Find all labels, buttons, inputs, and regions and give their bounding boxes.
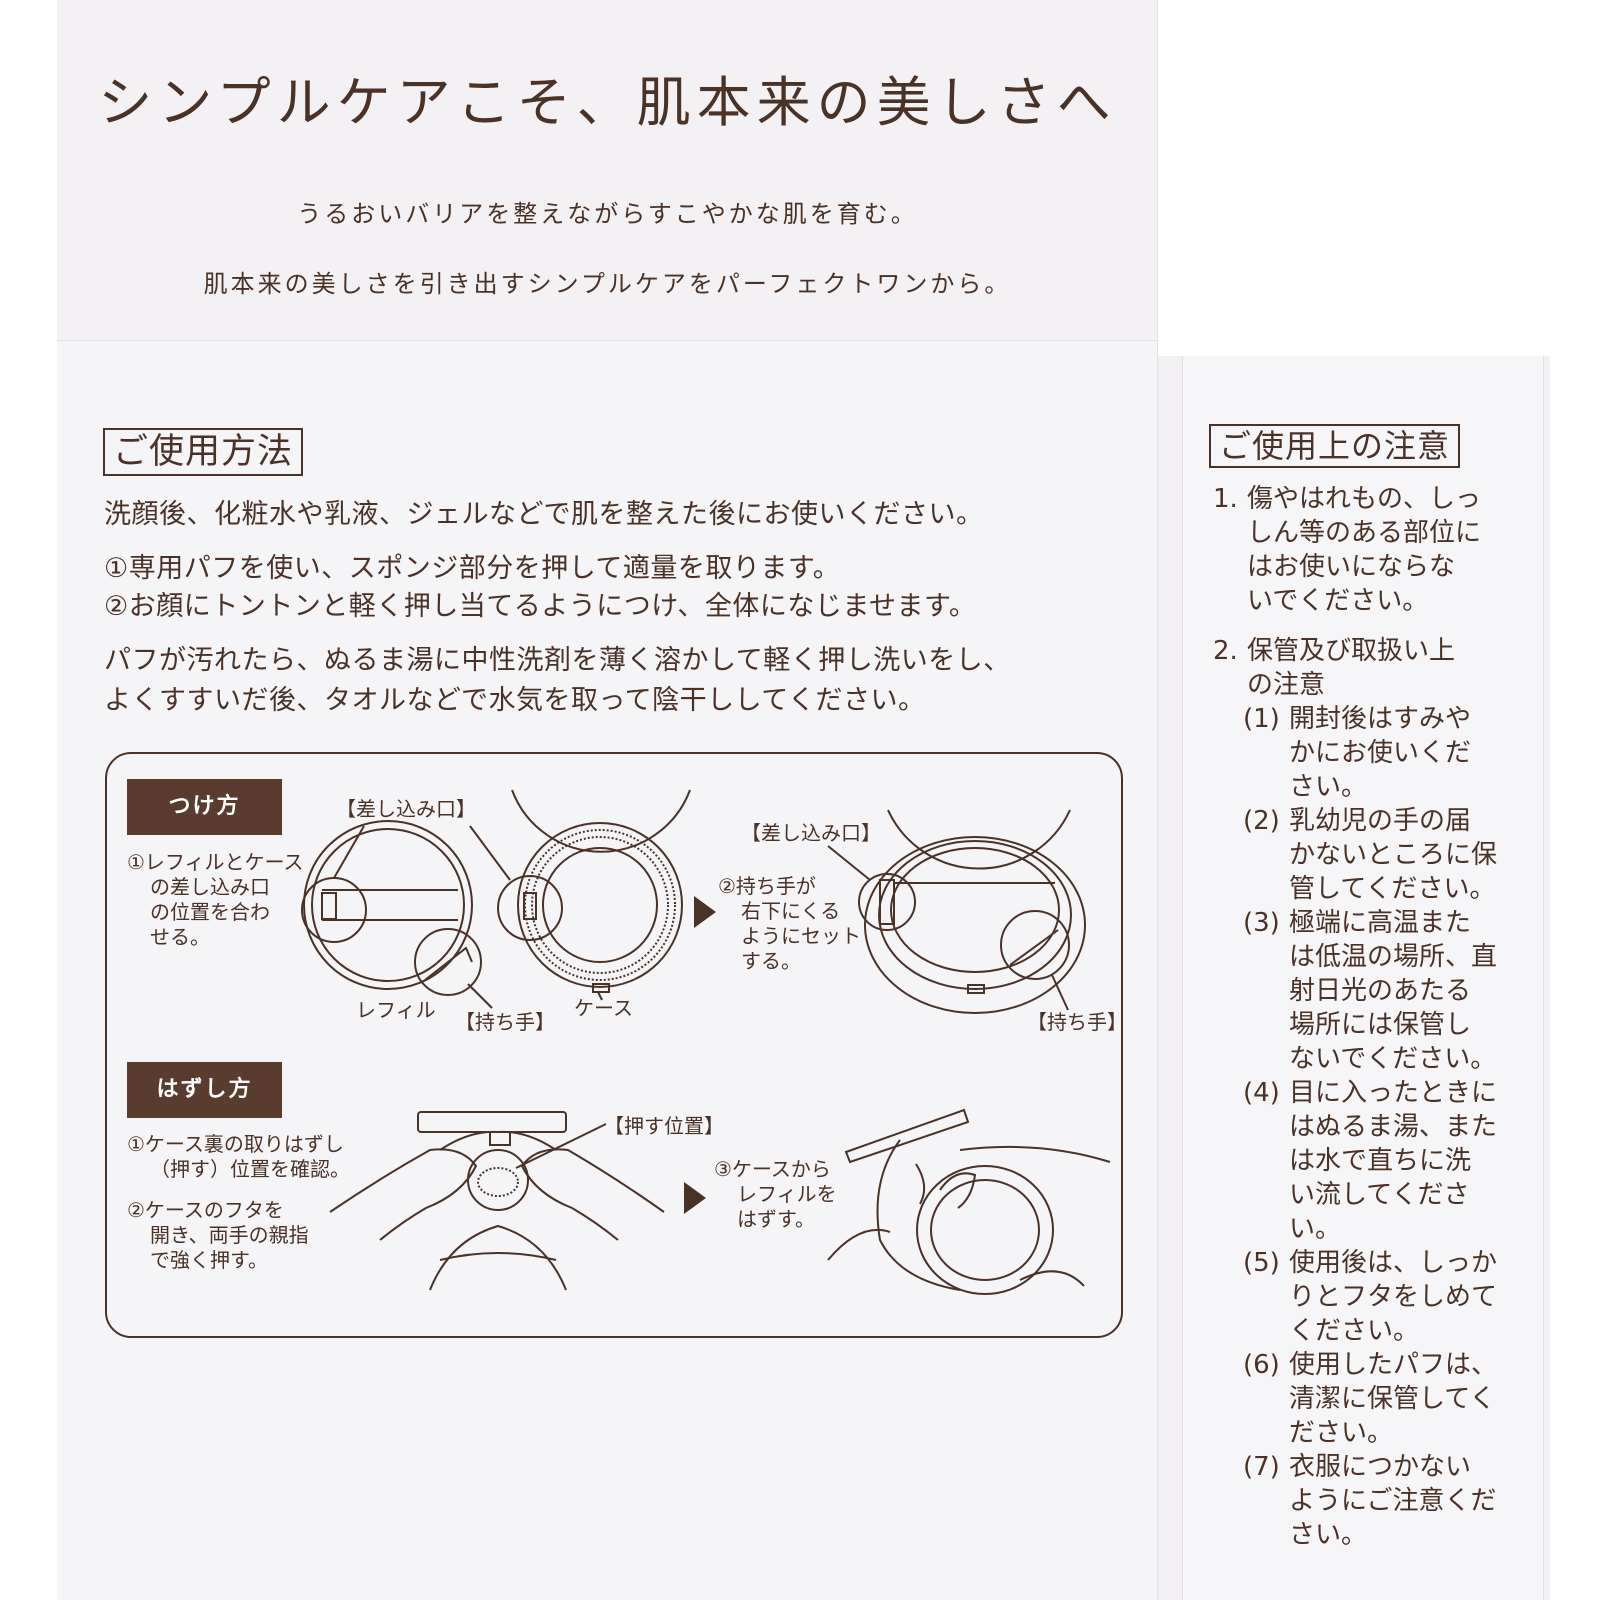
attach-step-1-line-3: の位置を合わ — [150, 900, 270, 924]
remove-step-1-line-1: ①ケース裏の取りはずし — [127, 1132, 344, 1156]
usage-care-line-2: よくすすいだ後、タオルなどで水気を取って陰干ししてください。 — [104, 685, 926, 716]
attach-step-1-line-1: ①レフィルとケース — [127, 850, 304, 874]
usage-care-line-1: パフが汚れたら、ぬるま湯に中性洗剤を薄く溶かして軽く押し洗いをし、 — [104, 645, 1011, 676]
caution-sub-line: 目に入ったときに — [1289, 1078, 1498, 1108]
arrow-right-icon — [684, 1182, 706, 1214]
top-panel — [57, 0, 1158, 340]
caution-sub-line: ください。 — [1289, 1316, 1420, 1346]
caution-item-2-line: の注意 — [1247, 670, 1326, 700]
attach-step-2-line-2: 右下にくる — [741, 899, 841, 923]
caution-sub-line: は低温の場所、直 — [1289, 942, 1498, 972]
caution-sub-line: かないところに保 — [1289, 840, 1498, 870]
caution-sub-7: (7) 衣服につかない ようにご注意くだ さい。 — [1213, 1450, 1513, 1552]
caution-sub-number: (7) — [1243, 1452, 1280, 1482]
caution-item-1-line: 傷やはれもの、しっ — [1247, 484, 1482, 514]
caution-sub-line: い流してください。 — [1289, 1180, 1470, 1244]
attach-step-2-line-1: ②持ち手が — [718, 874, 816, 898]
caution-sub-number: (3) — [1243, 908, 1280, 938]
diagram-box — [105, 752, 1123, 1338]
caution-sub-1: (1) 開封後はすみや かにお使いくだ さい。 — [1213, 702, 1513, 804]
tagline-2: 肌本来の美しさを引き出すシンプルケアをパーフェクトワンから。 — [203, 270, 1012, 298]
attach-label: つけ方 — [127, 779, 282, 835]
caution-sub-4: (4) 目に入ったときに はぬるま湯、また は水で直ちに洗 い流してください。 — [1213, 1076, 1513, 1246]
arrow-right-icon — [694, 896, 716, 928]
remove-step-2-line-2: 開き、両手の親指 — [150, 1223, 309, 1247]
caution-sub-line: 衣服につかない — [1289, 1452, 1472, 1482]
label-handle-b: 【持ち手】 — [1027, 1010, 1127, 1034]
remove-step-1-line-2: （押す）位置を確認。 — [150, 1157, 350, 1181]
remove-step-3-line-2: レフィルを — [737, 1182, 837, 1206]
remove-refill-illustration — [827, 1108, 1111, 1295]
caution-sub-line: 乳幼児の手の届 — [1289, 806, 1472, 836]
fold-strip-right — [1544, 356, 1550, 1600]
caution-sub-line: かにお使いくだ — [1289, 738, 1472, 768]
caution-sub-line: ださい。 — [1289, 1418, 1394, 1448]
remove-label: はずし方 — [127, 1062, 282, 1118]
remove-step-3-line-3: はずす。 — [737, 1207, 815, 1231]
usage-heading: ご使用方法 — [103, 428, 304, 476]
caution-sub-line: 射日光のあたる — [1289, 976, 1472, 1006]
attach-step-2-line-4: する。 — [741, 949, 801, 973]
caution-item-1-line: いでください。 — [1247, 586, 1429, 616]
caution-sub-line: 使用後は、しっか — [1289, 1248, 1498, 1278]
usage-step-1: ①専用パフを使い、スポンジ部分を押して適量を取ります。 — [104, 553, 841, 584]
assembled-illustration — [827, 809, 1086, 1014]
caution-sub-line: はぬるま湯、また — [1289, 1112, 1498, 1142]
caution-sub-line: さい。 — [1289, 772, 1368, 802]
caution-sub-3: (3) 極端に高温また は低温の場所、直 射日光のあたる 場所には保管し ないで… — [1213, 906, 1513, 1076]
caution-sub-line: 使用したパフは、 — [1289, 1350, 1498, 1380]
side-panel — [1182, 356, 1544, 1600]
remove-hands-illustration — [329, 1111, 665, 1291]
attach-step-1-line-4: せる。 — [150, 925, 210, 949]
tagline-1: うるおいバリアを整えながらすこやかな肌を育む。 — [297, 200, 918, 228]
caution-sub-line: 場所には保管し — [1289, 1010, 1472, 1040]
caution-sub-line: りとフタをしめて — [1289, 1282, 1498, 1312]
label-refill: レフィル — [356, 998, 436, 1022]
caution-heading: ご使用上の注意 — [1209, 424, 1461, 468]
label-press-position: 【押す位置】 — [604, 1114, 724, 1138]
caution-sub-line: さい。 — [1289, 1520, 1368, 1550]
caution-sub-5: (5) 使用後は、しっか りとフタをしめて ください。 — [1213, 1246, 1513, 1348]
caution-sub-line: 清潔に保管してく — [1289, 1384, 1496, 1414]
headline: シンプルケアこそ、肌本来の美しさへ — [98, 71, 1117, 134]
caution-sub-line: ようにご注意くだ — [1289, 1486, 1497, 1516]
caution-sub-line: は水で直ちに洗 — [1289, 1146, 1472, 1176]
caution-sub-line: ないでください。 — [1289, 1044, 1497, 1074]
label-handle-a: 【持ち手】 — [455, 1010, 555, 1034]
remove-step-2-line-3: で強く押す。 — [150, 1248, 268, 1272]
caution-sub-number: (6) — [1243, 1350, 1280, 1380]
caution-sub-line: 管してください。 — [1289, 874, 1496, 904]
caution-sub-2: (2) 乳幼児の手の届 かないところに保 管してください。 — [1213, 804, 1513, 906]
main-panel — [57, 340, 1158, 1600]
usage-intro: 洗顔後、化粧水や乳液、ジェルなどで肌を整えた後にお使いください。 — [104, 499, 984, 530]
caution-item-1-line: はお使いにならな — [1247, 552, 1456, 582]
caution-item-2-number: 2. — [1213, 636, 1238, 666]
refill-illustration — [301, 820, 493, 1009]
caution-item-2: 2. 保管及び取扱い上 の注意 — [1213, 634, 1513, 702]
attach-step-1-line-2: の差し込み口 — [150, 875, 270, 899]
caution-item-2-line: 保管及び取扱い上 — [1247, 636, 1456, 666]
fold-strip — [1158, 356, 1182, 1600]
caution-sub-line: 開封後はすみや — [1289, 704, 1472, 734]
label-insert-slot-b: 【差し込み口】 — [741, 821, 881, 845]
caution-item-1-number: 1. — [1213, 484, 1238, 514]
usage-step-2: ②お顔にトントンと軽く押し当てるようにつけ、全体になじませます。 — [104, 591, 977, 622]
caution-item-1: 1. 傷やはれもの、しっ しん等のある部位に はお使いにならな いでください。 — [1213, 482, 1513, 618]
caution-sub-number: (4) — [1243, 1078, 1280, 1108]
caution-sub-number: (1) — [1243, 704, 1280, 734]
caution-list: 1. 傷やはれもの、しっ しん等のある部位に はお使いにならな いでください。 … — [1213, 482, 1513, 1552]
caution-sub-number: (2) — [1243, 806, 1280, 836]
caution-item-1-line: しん等のある部位に — [1247, 518, 1482, 548]
caution-sub-number: (5) — [1243, 1248, 1280, 1278]
label-case: ケース — [574, 996, 633, 1020]
remove-step-2-line-1: ②ケースのフタを — [127, 1198, 284, 1222]
label-insert-slot-a: 【差し込み口】 — [336, 797, 476, 821]
case-illustration — [469, 789, 691, 1001]
caution-sub-6: (6) 使用したパフは、 清潔に保管してく ださい。 — [1213, 1348, 1513, 1450]
remove-step-3-line-1: ③ケースから — [714, 1157, 831, 1181]
caution-sub-line: 極端に高温また — [1289, 908, 1472, 938]
attach-step-2-line-3: ようにセット — [741, 924, 861, 948]
